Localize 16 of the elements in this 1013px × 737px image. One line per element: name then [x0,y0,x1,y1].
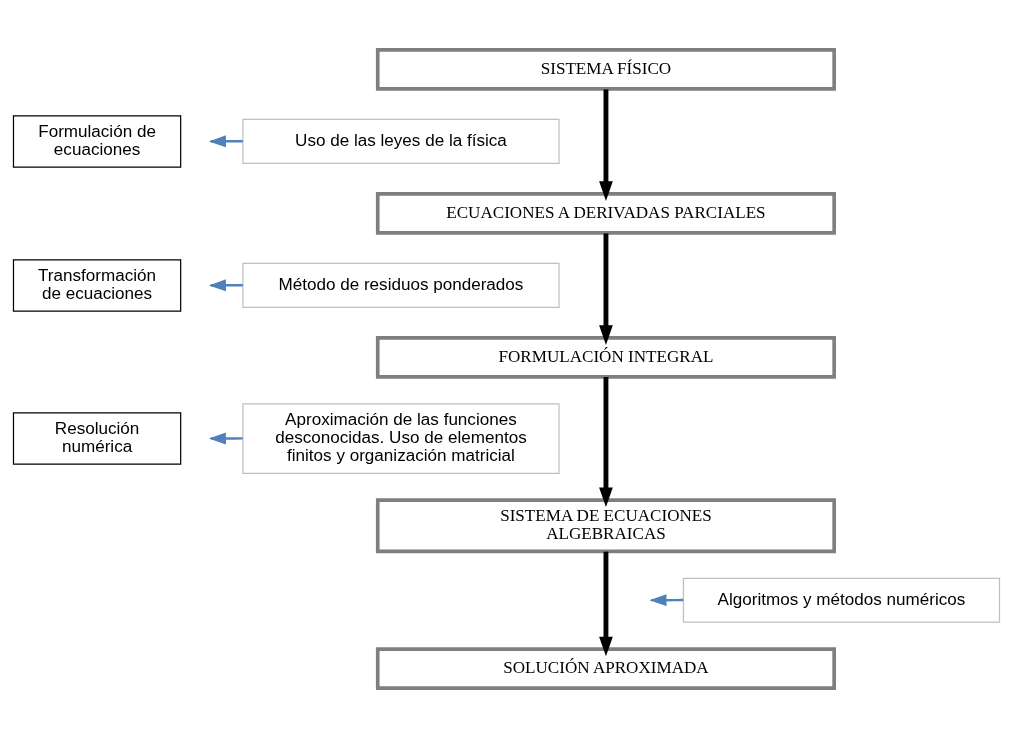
node-box: FORMULACIÓN INTEGRAL [375,335,836,379]
arrow [599,376,613,507]
node-box: Formulación de ecuaciones [12,114,182,168]
node-box: Aproximación de las funciones desconocidas. Uso de elementos finitos y organización matricial [242,402,560,474]
node-box: Resolución numérica [12,411,182,465]
arrow [599,88,613,201]
node-box: SISTEMA FÍSICO [375,47,836,91]
node-box: Transformación de ecuaciones [12,258,182,312]
node-box: ECUACIONES A DERIVADAS PARCIALES [375,191,836,235]
node-box: SISTEMA DE ECUACIONES ALGEBRAICAS [375,497,836,553]
arrow [599,551,613,656]
node-box: Método de residuos ponderados [242,262,560,308]
node-box: Uso de las leyes de la física [242,118,560,164]
arrow [599,232,613,345]
node-box: Algoritmos y métodos numéricos [682,577,1001,623]
node-box: SOLUCIÓN APROXIMADA [375,646,836,690]
